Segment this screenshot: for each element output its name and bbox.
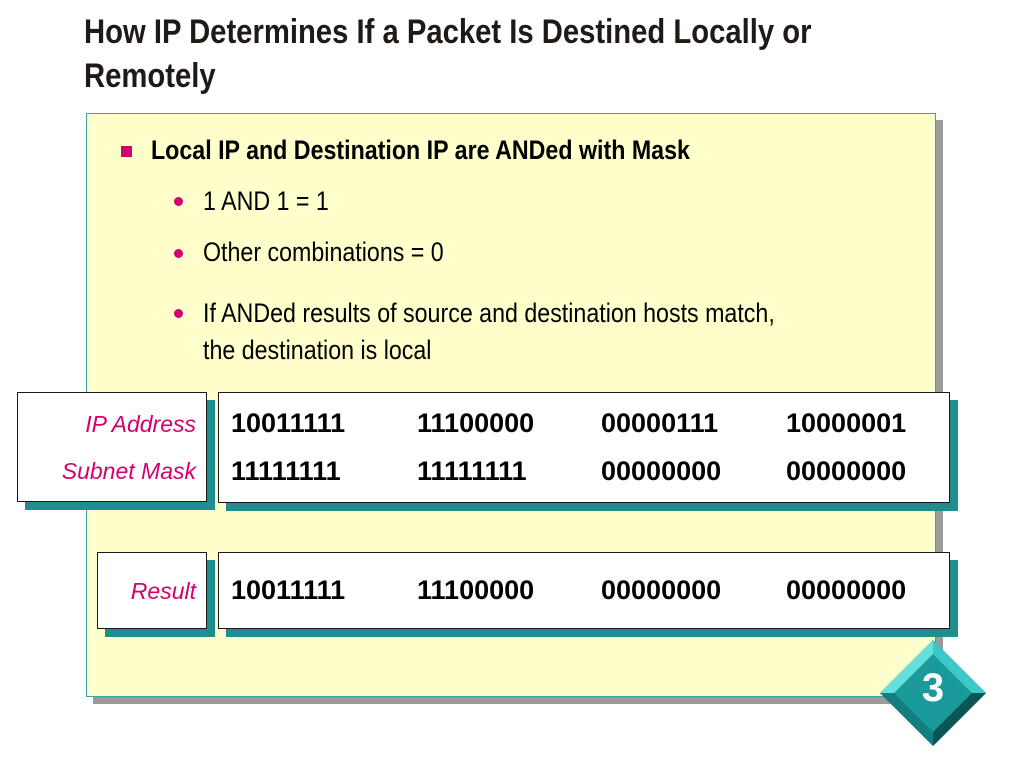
ip-octet-3: 00000111 <box>601 408 719 438</box>
main-bullet-text: Local IP and Destination IP are ANDed wi… <box>151 135 690 165</box>
slide-number-badge: 3 <box>878 638 988 748</box>
sub-bullet-3-line2: the destination is local <box>203 335 432 365</box>
mask-octet-1: 11111111 <box>231 456 341 486</box>
sub-bullet-3-line1: If ANDed results of source and destinati… <box>203 298 775 328</box>
dot-bullet-icon <box>174 309 183 318</box>
slide-title: How IP Determines If a Packet Is Destine… <box>84 10 858 98</box>
result-octet-4: 00000000 <box>786 575 907 605</box>
ip-octet-1: 10011111 <box>231 408 346 438</box>
mask-octet-4: 00000000 <box>786 456 907 486</box>
slide-title-line1: How IP Determines If a Packet Is Destine… <box>84 13 812 51</box>
result-octet-3: 00000000 <box>601 575 722 605</box>
subnet-mask-label: Subnet Mask <box>61 458 196 484</box>
address-binary-box: 10011111 11100000 00000111 10000001 1111… <box>218 392 950 503</box>
result-label: Result <box>130 578 196 604</box>
sub-bullet-2: Other combinations = 0 <box>203 237 444 267</box>
ip-octet-2: 11100000 <box>417 408 535 438</box>
ip-octet-4: 10000001 <box>786 408 907 438</box>
square-bullet-icon <box>121 146 132 157</box>
slide-number: 3 <box>921 666 945 710</box>
result-binary-box: 10011111 11100000 00000000 00000000 <box>218 552 950 629</box>
mask-octet-2: 11111111 <box>417 456 527 486</box>
dot-bullet-icon <box>174 249 183 258</box>
result-label-box: Result <box>97 552 207 629</box>
address-labels-box: IP Address Subnet Mask <box>17 392 207 502</box>
dot-bullet-icon <box>174 197 183 206</box>
result-octet-2: 11100000 <box>417 575 535 605</box>
ip-address-label: IP Address <box>85 411 196 437</box>
slide-title-line2: Remotely <box>84 57 216 95</box>
mask-octet-3: 00000000 <box>601 456 722 486</box>
diamond-icon <box>880 640 986 746</box>
result-octet-1: 10011111 <box>231 575 346 605</box>
sub-bullet-1: 1 AND 1 = 1 <box>203 186 329 216</box>
